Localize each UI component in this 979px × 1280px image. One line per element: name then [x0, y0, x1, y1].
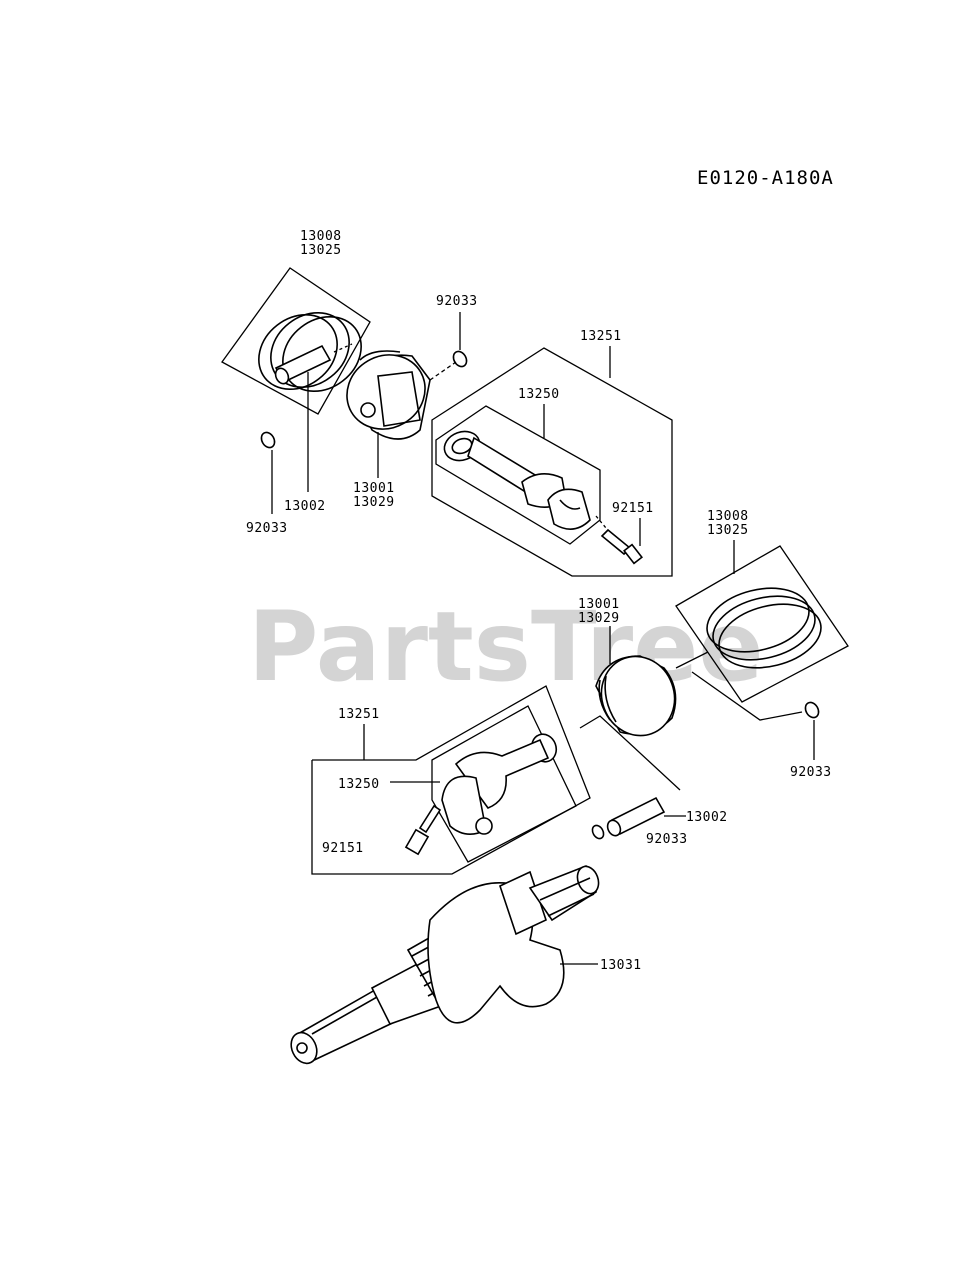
top-circlip-lower-label: 92033 [246, 521, 288, 536]
top-connecting-rod-part[interactable] [440, 427, 591, 530]
right-circlip-label: 92033 [790, 765, 832, 780]
top-piston-label-b: 13029 [353, 495, 395, 510]
right-piston-pin-part[interactable] [605, 796, 666, 838]
right-circlip-lower-part[interactable] [590, 823, 606, 840]
right-piston-label-b: 13029 [578, 611, 620, 626]
bottom-rod-bolt-part[interactable] [404, 804, 442, 856]
top-bolt-label: 92151 [612, 501, 654, 516]
crankshaft-part[interactable] [286, 863, 602, 1067]
right-piston-label-a: 13001 [578, 597, 620, 612]
right-piston-part[interactable] [590, 646, 685, 746]
top-rod-label: 13250 [518, 387, 560, 402]
right-rings-label-a: 13008 [707, 509, 749, 524]
top-piston-label-a: 13001 [353, 481, 395, 496]
watermark-text: PartsTree [248, 591, 763, 703]
top-piston-pin-part[interactable] [273, 344, 332, 386]
top-circlip-lower-part[interactable] [259, 430, 277, 450]
top-rod-assy-label: 13251 [580, 329, 622, 344]
right-pin-label: 13002 [686, 810, 728, 825]
crankshaft-label: 13031 [600, 958, 642, 973]
bottom-connecting-rod-part[interactable] [441, 731, 560, 835]
bottom-rod-assy-label: 13251 [338, 707, 380, 722]
top-rod-bolt-part[interactable] [600, 528, 643, 565]
top-rings-label-a: 13008 [300, 229, 342, 244]
top-circlip-upper-part[interactable] [451, 349, 469, 369]
right-piston-rings-part[interactable] [675, 545, 849, 703]
bottom-bolt-label: 92151 [322, 841, 364, 856]
right-rings-label-b: 13025 [707, 523, 749, 538]
right-circlip-lower-label: 92033 [646, 832, 688, 847]
top-piston-part[interactable] [333, 341, 438, 443]
top-rings-label-b: 13025 [300, 243, 342, 258]
bottom-rod-label: 13250 [338, 777, 380, 792]
top-pin-label: 13002 [284, 499, 326, 514]
right-circlip-part[interactable] [803, 700, 821, 720]
diagram-code: E0120-A180A [697, 167, 834, 189]
top-circlip-upper-label: 92033 [436, 294, 478, 309]
